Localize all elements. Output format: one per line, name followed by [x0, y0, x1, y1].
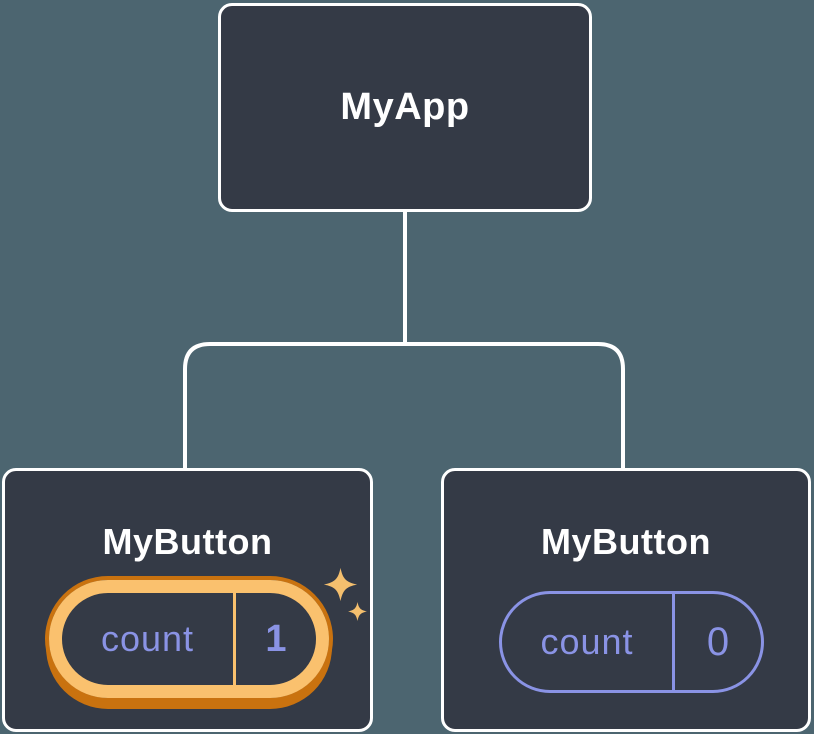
- child-component-card-left: MyButton count 1: [2, 468, 373, 732]
- state-value-label: 0: [706, 619, 730, 664]
- state-pill-divider: [233, 593, 236, 685]
- root-component-card: MyApp: [218, 3, 592, 212]
- child-component-card-right: MyButton count 0: [441, 468, 811, 732]
- child-component-label: MyButton: [541, 521, 711, 562]
- state-name: count: [62, 593, 233, 685]
- state-pill-highlighted: count 1: [49, 580, 329, 698]
- state-name-label: count: [100, 618, 195, 659]
- state-name-label: count: [540, 621, 634, 662]
- child-component-label: MyButton: [102, 521, 273, 562]
- branch-connector-line: [183, 342, 625, 470]
- sparkle-icon-large: [323, 567, 358, 602]
- root-component-label: MyApp: [340, 86, 470, 128]
- state-pill-divider: [672, 594, 675, 690]
- state-value-cell: 0: [675, 594, 761, 690]
- sparkle-icon-small: [348, 602, 367, 621]
- state-value-label: 1: [265, 617, 287, 660]
- state-name-cell: count: [502, 594, 672, 690]
- state-value-cell: 1: [236, 593, 316, 685]
- state-pill-normal: count 0: [499, 591, 764, 693]
